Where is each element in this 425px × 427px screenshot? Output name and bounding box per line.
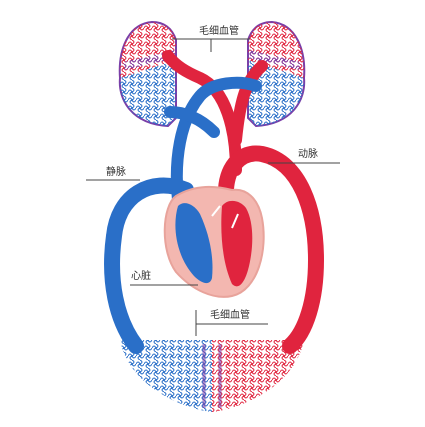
left-atrium-ventricle (221, 200, 253, 287)
right-lung-capillary-network (247, 20, 306, 128)
label-heart: 心脏 (130, 269, 198, 286)
heart (163, 185, 265, 298)
pulmonary-veins (164, 76, 262, 206)
top-capillaries-text: 毛细血管 (199, 24, 239, 37)
artery-text: 动脉 (298, 147, 318, 160)
right-atrium-ventricle (175, 203, 213, 284)
body-capillary-network (120, 340, 304, 412)
label-top-capillaries: 毛细血管 (172, 24, 250, 52)
vena-cava (104, 177, 194, 354)
heart-text: 心脏 (131, 269, 151, 282)
left-lung-capillary-network (118, 20, 177, 128)
label-artery: 动脉 (268, 147, 340, 164)
pulmonary-arteries (162, 50, 268, 176)
label-bottom-capillaries: 毛细血管 (195, 308, 268, 336)
bottom-capillaries-text: 毛细血管 (210, 308, 250, 321)
vein-text: 静脉 (106, 165, 126, 178)
label-vein: 静脉 (86, 165, 140, 181)
aorta (217, 145, 325, 354)
